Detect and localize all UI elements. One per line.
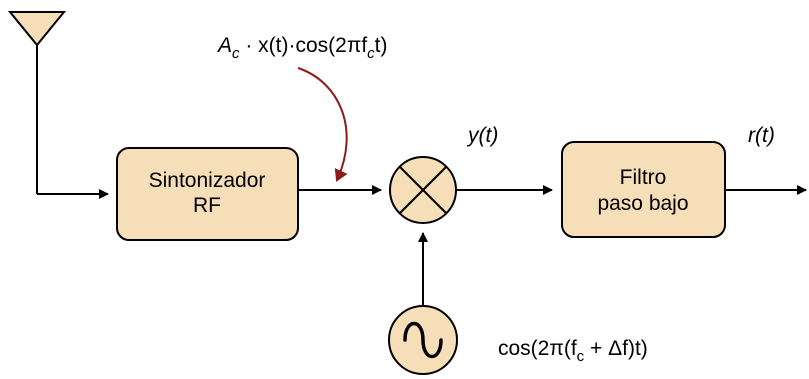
local-oscillator-label: cos(2π(fc + Δf)t) [498, 337, 648, 365]
input-signal-label: Ac · x(t)·cos(2πfct) [216, 34, 388, 62]
rf-tuner-label-line1: Sintonizador [149, 169, 266, 192]
rf-tuner-label-line2: RF [193, 194, 221, 217]
annotation-arrow [297, 67, 348, 182]
multiplier-icon [399, 166, 447, 214]
filter-output-label: r(t) [748, 124, 775, 147]
rf-tuner-block: Sintonizador RF [116, 147, 299, 241]
lowpass-label-line1: Filtro [620, 166, 667, 189]
lowpass-filter-block: Filtro paso bajo [561, 141, 726, 238]
local-oscillator [388, 305, 458, 375]
lowpass-label-line2: paso bajo [597, 192, 688, 215]
antenna-icon [7, 11, 67, 194]
sine-wave-icon [403, 321, 443, 359]
mixer [389, 156, 457, 224]
mixer-output-label: y(t) [466, 124, 498, 147]
